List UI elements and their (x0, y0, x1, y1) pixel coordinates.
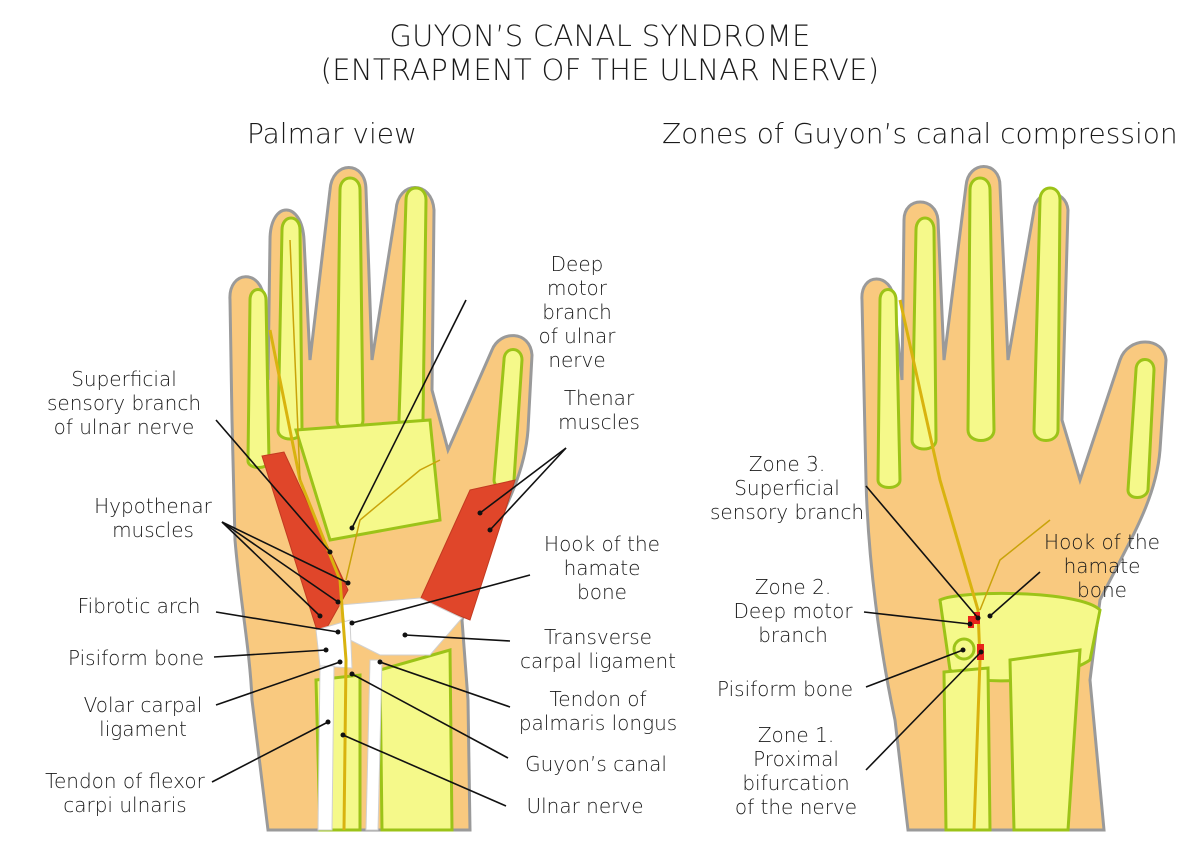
zones-subtitle: Zones of Guyon’s canal compression (662, 117, 1178, 150)
label-pisiform-bone: Pisiform bone (67, 646, 205, 670)
left-radius (378, 648, 454, 832)
right-hand (860, 165, 1168, 832)
left-leader-lines (211, 299, 567, 807)
label-zone-3: Zone 3. Superficial sensory branch (710, 452, 864, 524)
label-volar-carpal-ligament: Volar carpal ligament (83, 693, 203, 741)
left-deep-motor-branch (345, 459, 441, 581)
right-radius (1008, 648, 1082, 832)
label-deep-motor-branch: Deep motor branch of ulnar nerve (538, 252, 616, 372)
palmar-view-subtitle: Palmar view (247, 117, 417, 150)
label-zone-1: Zone 1. Proximal bifurcation of the nerv… (734, 723, 858, 819)
label-hypothenar-muscles: Hypothenar muscles (94, 494, 212, 542)
label-right-pisiform-bone: Pisiform bone (716, 677, 854, 701)
tendon-palmaris-longus (365, 659, 383, 831)
right-ulnar-nerve (898, 299, 982, 831)
tendon-flexor-carpi-ulnaris (317, 665, 335, 831)
label-tendon-flexor-carpi-ulnaris: Tendon of flexor carpi ulnaris (45, 769, 205, 817)
left-hand (228, 166, 534, 832)
label-zone-2: Zone 2. Deep motor branch (733, 575, 853, 647)
left-finger-bones (246, 176, 524, 542)
label-superficial-sensory-branch: Superficial sensory branch of ulnar nerv… (47, 367, 201, 439)
label-fibrotic-arch: Fibrotic arch (77, 594, 201, 618)
right-leader-lines (863, 485, 1041, 771)
diagram-title-line1: GUYON’S CANAL SYNDROME (389, 19, 811, 53)
label-right-hook-of-hamate: Hook of the hamate bone (1044, 530, 1160, 602)
thenar-muscle (419, 479, 516, 621)
label-transverse-carpal-ligament: Transverse carpal ligament (519, 625, 676, 673)
label-thenar-muscles: Thenar muscles (558, 386, 640, 434)
label-tendon-palmaris-longus: Tendon of palmaris longus (518, 687, 678, 735)
right-ulna (942, 666, 992, 832)
right-hand-skin (860, 165, 1168, 832)
diagram-title-line2: (ENTRAPMENT OF THE ULNAR NERVE) (320, 53, 880, 87)
label-hook-of-hamate: Hook of the hamate bone (544, 532, 660, 604)
label-guyons-canal: Guyon’s canal (525, 752, 667, 776)
label-ulnar-nerve: Ulnar nerve (526, 794, 644, 818)
